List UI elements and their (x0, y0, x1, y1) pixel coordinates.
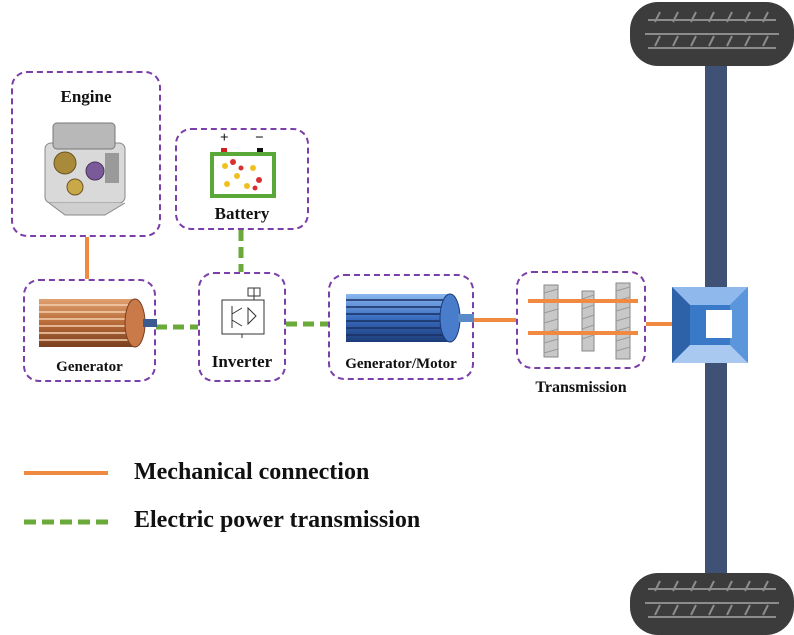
generator-motor-icon (346, 293, 474, 343)
generator-icon (39, 298, 157, 348)
legend-mechanical-label: Mechanical connection (134, 459, 370, 485)
inverter-label: Inverter (211, 352, 273, 371)
generator-motor-box: Generator/Motor (328, 274, 474, 380)
battery-negative-sign: − (255, 130, 264, 146)
transmission-box (516, 271, 646, 369)
engine-box: Engine (11, 71, 161, 237)
transmission-icon (528, 282, 638, 360)
battery-box: + − Battery (175, 128, 309, 230)
battery-positive-sign: + (220, 130, 229, 146)
mechanical-connections (85, 237, 672, 326)
battery-icon (210, 148, 276, 198)
differential (672, 287, 748, 363)
generator-label: Generator (56, 359, 123, 375)
battery-label: Battery (214, 204, 270, 223)
engine-icon (44, 122, 126, 216)
legend-electric-label: Electric power transmission (134, 507, 421, 533)
generator-motor-label: Generator/Motor (345, 356, 457, 372)
generator-box: Generator (23, 279, 157, 382)
transmission-label: Transmission (535, 379, 627, 396)
inverter-box: Inverter (198, 272, 286, 382)
inverter-icon (221, 287, 265, 338)
bottom-wheel (630, 573, 794, 635)
engine-label: Engine (60, 87, 112, 106)
electric-connections (156, 230, 328, 330)
top-wheel (630, 2, 794, 66)
